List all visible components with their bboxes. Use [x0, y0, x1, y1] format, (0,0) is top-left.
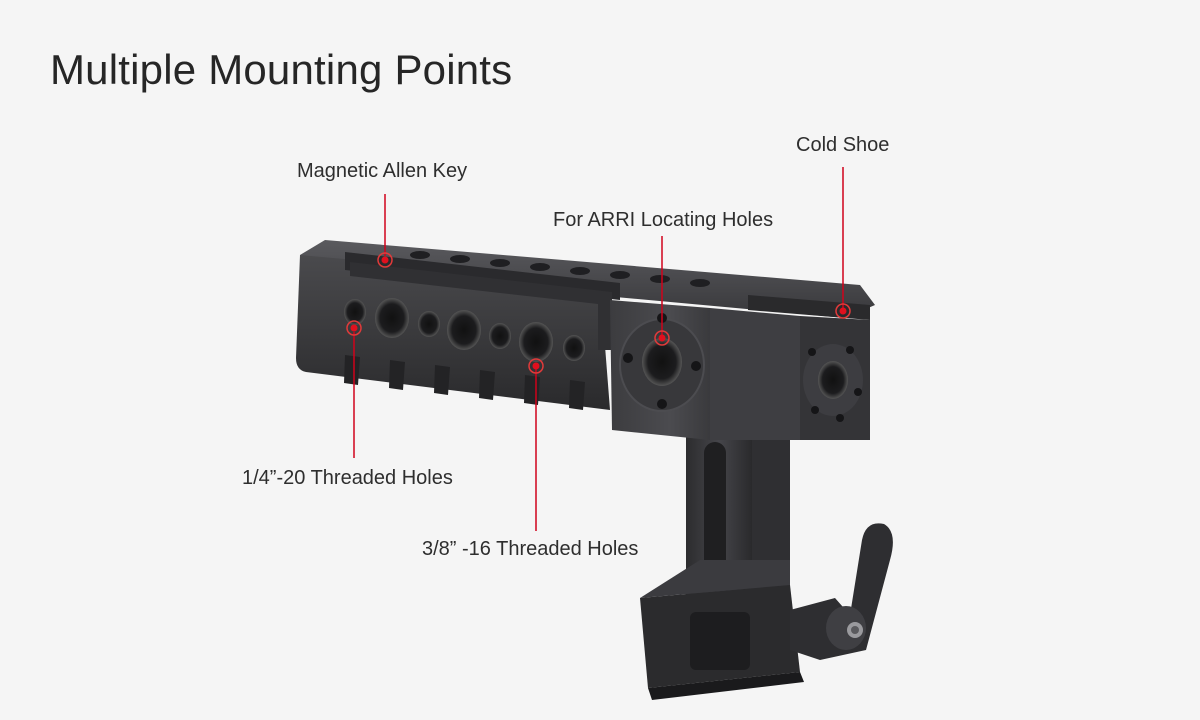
label-arri-locating-holes: For ARRI Locating Holes — [553, 209, 774, 231]
page-title: Multiple Mounting Points — [50, 46, 513, 93]
label-cold-shoe: Cold Shoe — [796, 134, 890, 156]
marker-ring-quarter-holes — [346, 320, 362, 336]
callout-pointers — [353, 167, 844, 531]
nato-clamp-base — [640, 560, 804, 700]
marker-ring-magnetic-allen-key — [377, 252, 393, 268]
mounting-post — [686, 408, 790, 600]
thumb-screw-lever — [790, 523, 893, 660]
marker-dot-three-eighths-holes — [532, 362, 540, 370]
marker-dot-arri-locating-holes — [658, 334, 666, 342]
arri-mount-block — [610, 295, 870, 440]
label-magnetic-allen-key: Magnetic Allen Key — [297, 160, 468, 182]
marker-ring-three-eighths-holes — [528, 358, 544, 374]
marker-dot-cold-shoe — [839, 307, 847, 315]
label-three-eighths-16-threaded-holes: 3/8” -16 Threaded Holes — [422, 538, 639, 560]
label-quarter-20-threaded-holes: 1/4”-20 Threaded Holes — [242, 467, 453, 489]
marker-ring-cold-shoe — [835, 303, 851, 319]
marker-ring-arri-locating-holes — [654, 330, 670, 346]
marker-dot-magnetic-allen-key — [381, 256, 389, 264]
front-threaded-holes — [344, 298, 585, 362]
marker-dot-quarter-holes — [350, 324, 358, 332]
callout-markers — [346, 252, 851, 374]
